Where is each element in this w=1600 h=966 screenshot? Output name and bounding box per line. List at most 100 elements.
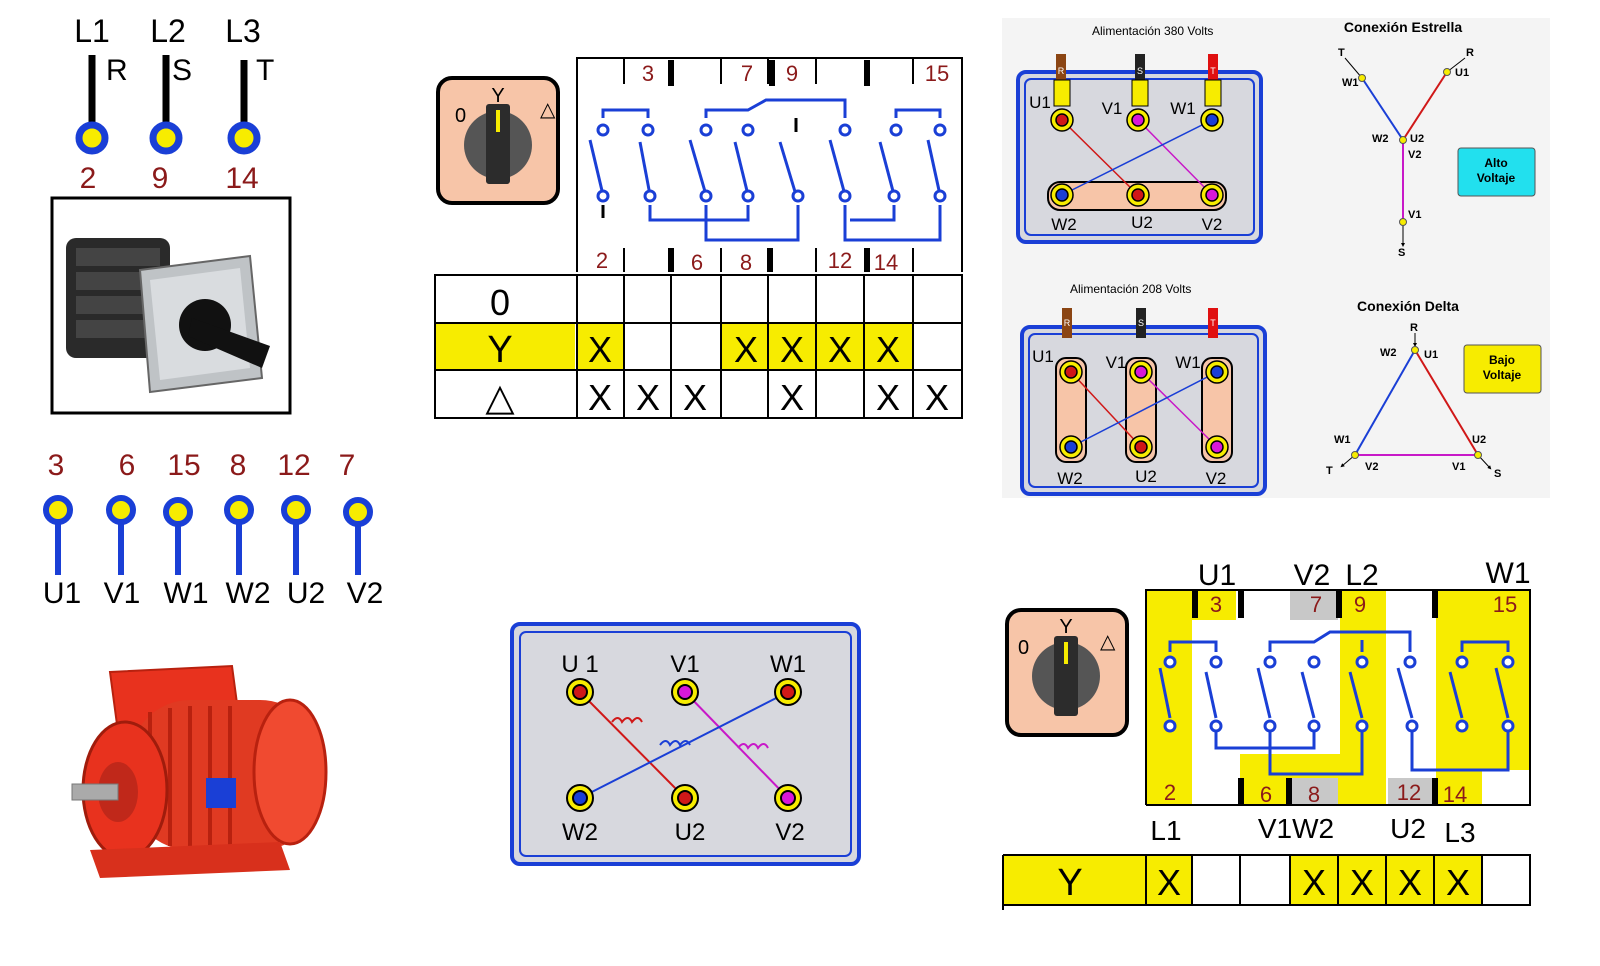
delta-label: V2 <box>1365 461 1378 473</box>
terminal-num-9: 9 <box>152 162 169 195</box>
wiring-row-cell: X <box>1302 862 1326 903</box>
contact-bottom-6: 6 <box>691 250 703 275</box>
delta-label: U2 <box>1472 434 1486 446</box>
contact-top-15: 15 <box>925 61 949 86</box>
wiring-num-14: 14 <box>1443 782 1467 807</box>
wiring-row-cell: X <box>1398 862 1422 903</box>
table-cell: X <box>588 377 612 418</box>
contact-wiring <box>588 98 947 242</box>
delta-box-w1: W1 <box>1175 353 1201 372</box>
lead-num-12: 12 <box>277 449 310 482</box>
terminal-l3 <box>227 121 261 155</box>
wiring-bottom-l1: L1 <box>1150 815 1181 846</box>
wiring-num-2: 2 <box>1164 780 1176 805</box>
table-cell: X <box>683 377 707 418</box>
table-cell: X <box>636 377 660 418</box>
table-cell: X <box>734 329 758 370</box>
delta-box-u2: U2 <box>1135 467 1157 486</box>
box-label-w2: W2 <box>562 819 598 846</box>
lead-name-v2: V2 <box>347 577 384 610</box>
wiring-bottom-l3: L3 <box>1444 817 1475 848</box>
wiring-top-w1: W1 <box>1486 557 1531 590</box>
table-cell: X <box>828 329 852 370</box>
contact-bottom-14: 14 <box>874 250 898 275</box>
star-supply-text: Alimentación 380 Volts <box>1092 24 1213 38</box>
delta-label: R <box>1410 322 1418 334</box>
wiring-bottom-v1w2: V1W2 <box>1258 813 1334 844</box>
contact-bottom-8: 8 <box>740 250 752 275</box>
terminal-l1 <box>75 121 109 155</box>
terminal-num-14: 14 <box>225 162 258 195</box>
knob-pos-delta: △ <box>540 99 556 121</box>
star-lead-r: R <box>1058 66 1065 76</box>
wiring-contacts <box>1158 630 1515 776</box>
terminal-l2 <box>149 121 183 155</box>
delta-label: S <box>1494 468 1501 480</box>
contact-bottom-2: 2 <box>596 248 608 273</box>
wiring-knob-y: Y <box>1059 616 1072 638</box>
table-row-y-label: Y <box>487 329 512 371</box>
delta-lead-r: R <box>1064 318 1071 328</box>
star-label: T <box>1338 47 1345 59</box>
terminal-box: U 1 V1 W1 W2 U2 V2 <box>498 622 878 877</box>
table-row-0-label: 0 <box>490 282 510 323</box>
wiring-num-15: 15 <box>1493 592 1517 617</box>
lead-name-w2: W2 <box>226 577 271 610</box>
wiring-num-6: 6 <box>1260 782 1272 807</box>
box-label-v1: V1 <box>670 651 699 678</box>
star-label: U2 <box>1410 133 1424 145</box>
box-label-v2: V2 <box>775 819 804 846</box>
delta-lead-s: S <box>1138 318 1144 328</box>
box-label-u1: U 1 <box>561 651 598 678</box>
motor-leads: 3 6 15 8 12 7 U1 V1 W1 W2 U2 V2 <box>43 449 384 610</box>
terminal-num-2: 2 <box>80 162 97 195</box>
star-label: U1 <box>1455 67 1469 79</box>
star-title: Conexión Estrella <box>1344 19 1462 35</box>
star-connection-panel: Alimentación 380 Volts R S T U1 V1 W1 W2… <box>1002 18 1550 498</box>
delta-box-v1: V1 <box>1106 353 1127 372</box>
star-box-u2: U2 <box>1131 213 1153 232</box>
lead-num-7: 7 <box>339 449 356 482</box>
delta-title: Conexión Delta <box>1357 298 1459 314</box>
table-cell: X <box>780 329 804 370</box>
delta-label: W2 <box>1380 347 1397 359</box>
wiring-num-9: 9 <box>1354 592 1366 617</box>
delta-badge-line: Voltaje <box>1483 368 1522 382</box>
delta-box-u1: U1 <box>1032 347 1054 366</box>
wiring-top-u1: U1 <box>1198 559 1236 592</box>
contact-top-7: 7 <box>741 61 753 86</box>
supply-lines: L1 L2 L3 R S T 2 9 14 <box>74 13 274 195</box>
phase-l1-label: L1 <box>74 13 110 49</box>
letter-s: S <box>172 54 192 87</box>
table-cell: X <box>780 377 804 418</box>
knob-pos-0: 0 <box>455 105 466 127</box>
delta-box-v2: V2 <box>1206 469 1227 488</box>
wiring-num-8: 8 <box>1308 782 1320 807</box>
delta-label: V1 <box>1452 461 1465 473</box>
phase-l3-label: L3 <box>225 13 261 49</box>
star-badge-line: Voltaje <box>1477 171 1516 185</box>
star-label: W1 <box>1342 77 1359 89</box>
lead-name-v1: V1 <box>104 577 141 610</box>
wiring-bottom-u2: U2 <box>1390 813 1426 844</box>
delta-box-w2: W2 <box>1057 469 1083 488</box>
wiring-top-v2: V2 <box>1294 559 1331 592</box>
phase-l2-label: L2 <box>150 13 186 49</box>
star-box-w2: W2 <box>1051 215 1077 234</box>
letter-t: T <box>256 54 274 87</box>
star-label: R <box>1466 47 1474 59</box>
star-lead-t: T <box>1210 66 1216 76</box>
contact-top-9: 9 <box>786 61 798 86</box>
lead-name-u1: U1 <box>43 577 81 610</box>
star-label: V2 <box>1408 149 1421 161</box>
star-box-u1: U1 <box>1029 93 1051 112</box>
contact-top-3: 3 <box>642 61 654 86</box>
table-cell: X <box>876 329 900 370</box>
table-cell: X <box>876 377 900 418</box>
delta-label: W1 <box>1334 434 1351 446</box>
position-table: 0 Y △ X X X X X X X X X X X <box>434 274 963 419</box>
knob-pos-y: Y <box>491 85 504 107</box>
star-label: S <box>1398 247 1405 259</box>
switch-schematic: 0 Y △ 3 7 9 15 2 6 8 12 14 <box>434 57 963 419</box>
wiring-row-cell: X <box>1446 862 1470 903</box>
